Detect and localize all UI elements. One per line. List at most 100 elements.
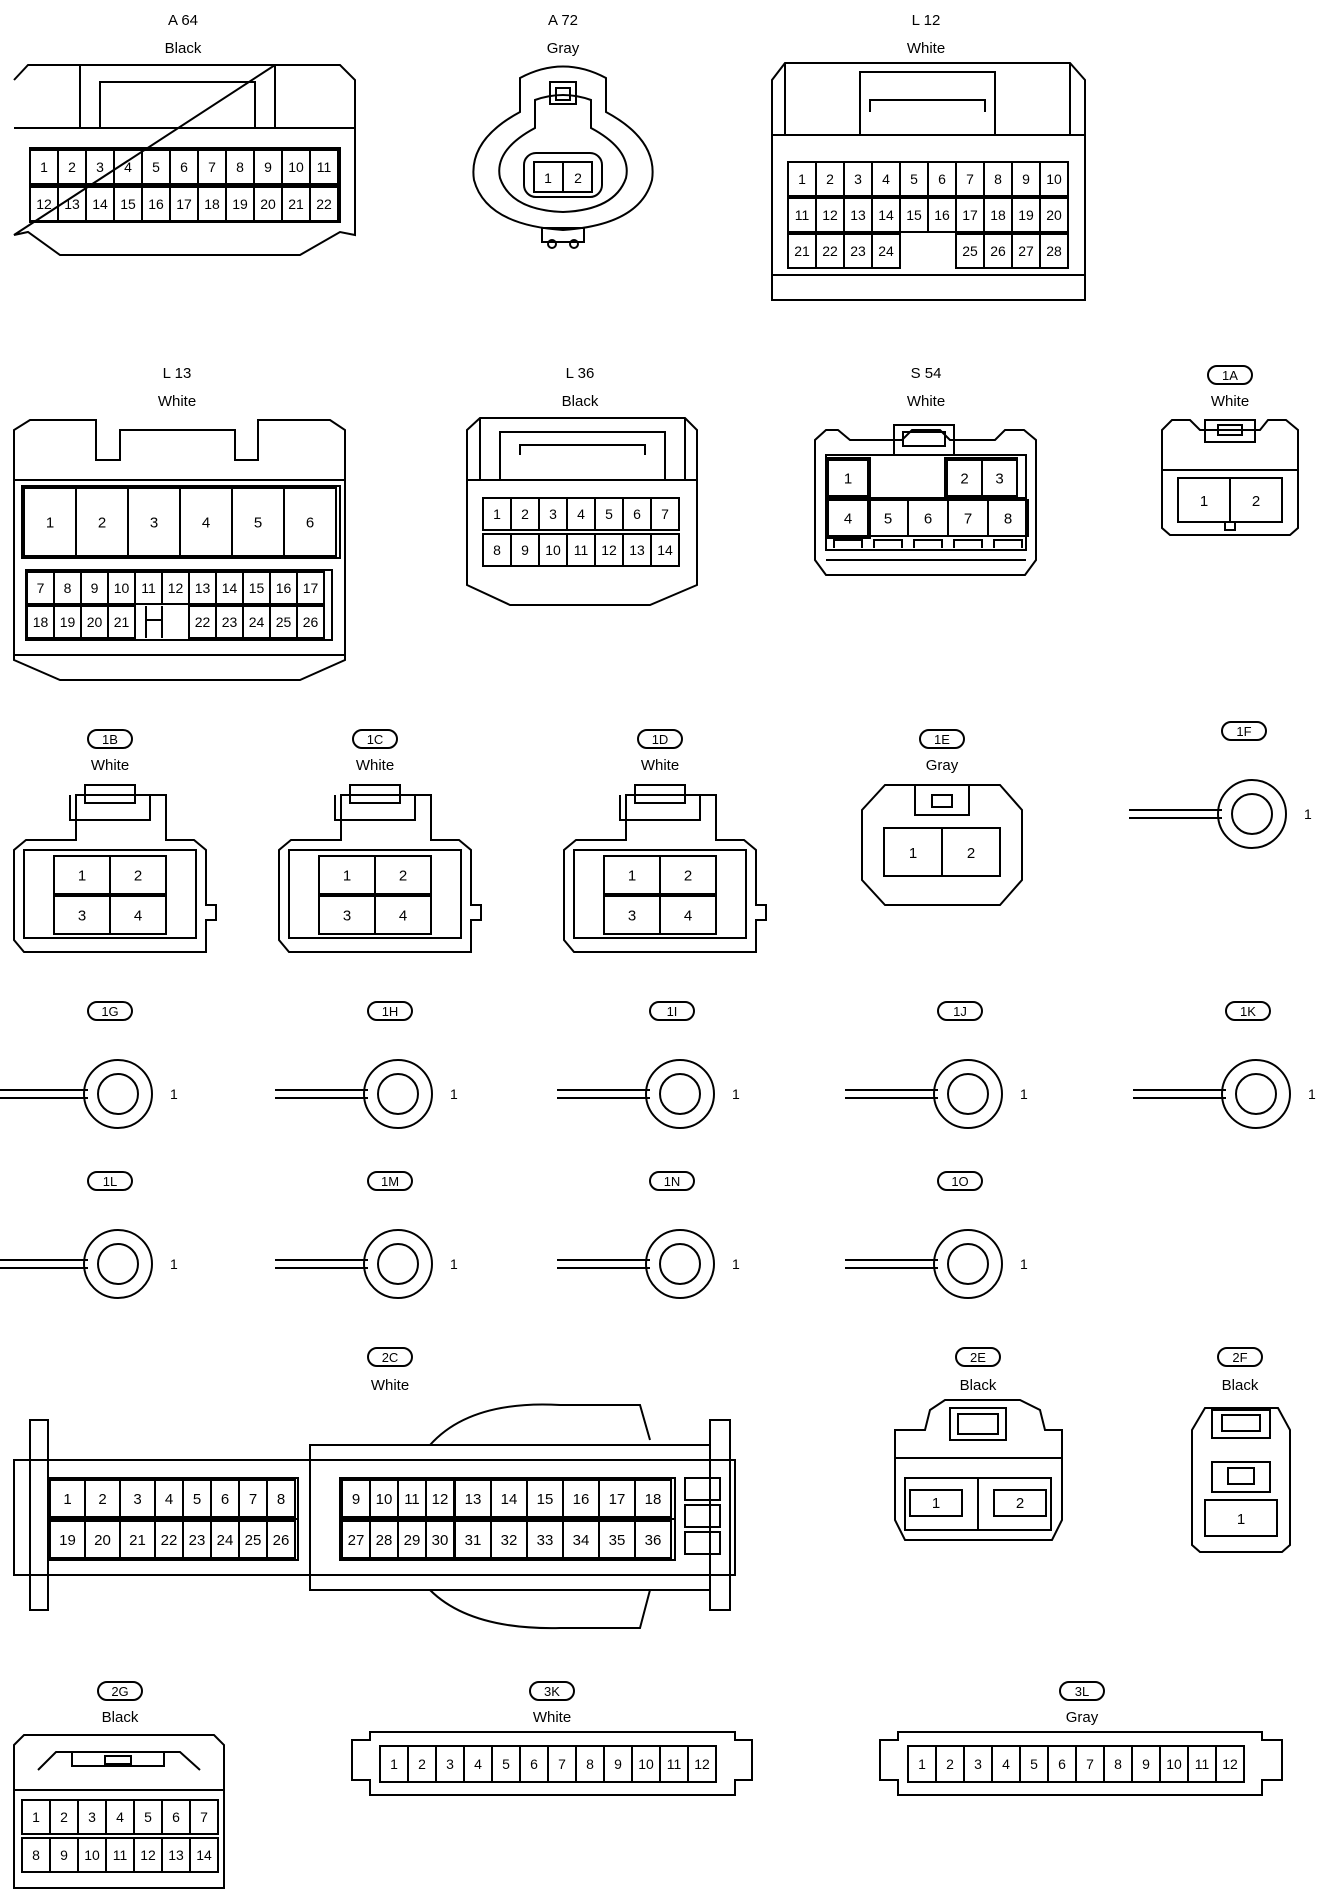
pin-label: 16 (934, 207, 950, 223)
pin-label: 3 (150, 514, 158, 531)
pin-label: 13 (168, 1847, 184, 1863)
pin-label: 28 (376, 1532, 393, 1549)
pin-label: 15 (537, 1491, 554, 1508)
pin-label: 9 (614, 1756, 622, 1772)
connector-code: L 12 (912, 12, 941, 29)
pin-label: 12 (432, 1491, 449, 1508)
pin-label: 6 (633, 506, 641, 522)
pin-label: 24 (249, 614, 265, 630)
pin-label: 2 (684, 867, 692, 884)
pin-cell (374, 895, 432, 935)
ring-terminal-1m: 1M1 (275, 1171, 458, 1299)
pin-label: 8 (277, 1491, 285, 1508)
pin-cell (634, 1520, 672, 1559)
pin-label: 2 (1016, 1495, 1024, 1512)
pin-label: 9 (91, 580, 99, 596)
pin-label: 20 (1046, 207, 1062, 223)
pin-label: 18 (204, 196, 220, 212)
pin-cell (634, 1479, 672, 1518)
connector-code: 2G (111, 1684, 128, 1699)
connector-code: 1N (664, 1174, 681, 1189)
pin-label: 12 (601, 542, 617, 558)
pin-cell (296, 571, 325, 605)
connector-code: 1E (934, 732, 950, 747)
connector-color: Black (102, 1709, 139, 1726)
pin-label: 2 (574, 170, 582, 186)
pin-cell (987, 499, 1029, 537)
pin-label: 2 (134, 867, 142, 884)
pin-label: 1 (798, 171, 806, 187)
pin-cell (650, 497, 680, 531)
pin-label: 1 (844, 470, 852, 487)
connector-color: Black (562, 393, 599, 410)
pin-label: 18 (33, 614, 49, 630)
pin-label: 23 (222, 614, 238, 630)
pin-label: 4 (165, 1491, 173, 1508)
pin-label: 4 (577, 506, 585, 522)
pin-label: 5 (144, 1809, 152, 1825)
pin-label: 3 (78, 907, 86, 924)
pin-label: 6 (938, 171, 946, 187)
pin-label: 12 (36, 196, 52, 212)
pin-cell (107, 605, 136, 639)
connector-color: Black (1222, 1377, 1259, 1394)
pin-label: 9 (521, 542, 529, 558)
pin-label: 3 (854, 171, 862, 187)
pin-label: 7 (558, 1756, 566, 1772)
terminal-slot (953, 539, 983, 548)
pin-label: 4 (116, 1809, 124, 1825)
pin-label: 1 (450, 1256, 458, 1272)
connector-1a: 1A White 1 2 (1161, 365, 1299, 536)
pin-label: 14 (222, 580, 238, 596)
pin-label: 23 (850, 243, 866, 259)
pin-label: 26 (273, 1532, 290, 1549)
pin-label: 17 (303, 580, 319, 596)
pin-label: 24 (217, 1532, 234, 1549)
pin-cell (109, 895, 167, 935)
terminal-slot (913, 539, 943, 548)
pin-label: 14 (501, 1491, 518, 1508)
pin-label: 10 (376, 1491, 393, 1508)
pin-label: 4 (1002, 1756, 1010, 1772)
pin-label: 3 (446, 1756, 454, 1772)
pin-label: 2 (1252, 493, 1260, 510)
connector-code: S 54 (911, 365, 942, 382)
pin-label: 10 (288, 159, 304, 175)
pin-cell (189, 1837, 219, 1873)
connector-code: 1F (1236, 724, 1251, 739)
pin-label: 9 (264, 159, 272, 175)
pin-label: 10 (1166, 1756, 1182, 1772)
pin-label: 20 (94, 1532, 111, 1549)
pin-label: 2 (98, 514, 106, 531)
pin-label: 15 (249, 580, 265, 596)
connector-code: 3L (1075, 1684, 1089, 1699)
pin-label: 1 (46, 514, 54, 531)
pin-label: 11 (141, 580, 156, 596)
connector-code: 1I (667, 1004, 678, 1019)
pin-label: 4 (474, 1756, 482, 1772)
pin-label: 26 (990, 243, 1006, 259)
pin-label: 11 (113, 1847, 128, 1863)
pin-label: 9 (1022, 171, 1030, 187)
pin-cell (981, 459, 1018, 497)
pin-label: 4 (844, 510, 852, 527)
pin-label: 1 (732, 1256, 740, 1272)
ring-terminal-1i: 1I1 (557, 1001, 740, 1129)
connector-code: 1C (367, 732, 384, 747)
connector-code: 1A (1222, 368, 1238, 383)
pin-label: 25 (276, 614, 292, 630)
connector-2f: 2F Black 1 (1191, 1347, 1291, 1553)
pin-label: 7 (661, 506, 669, 522)
pin-label: 4 (882, 171, 890, 187)
pin-label: 2 (60, 1809, 68, 1825)
terminal-slot (873, 539, 903, 548)
pin-label: 23 (189, 1532, 206, 1549)
pin-label: 27 (348, 1532, 365, 1549)
connector-color: White (356, 757, 394, 774)
pin-label: 12 (694, 1756, 710, 1772)
